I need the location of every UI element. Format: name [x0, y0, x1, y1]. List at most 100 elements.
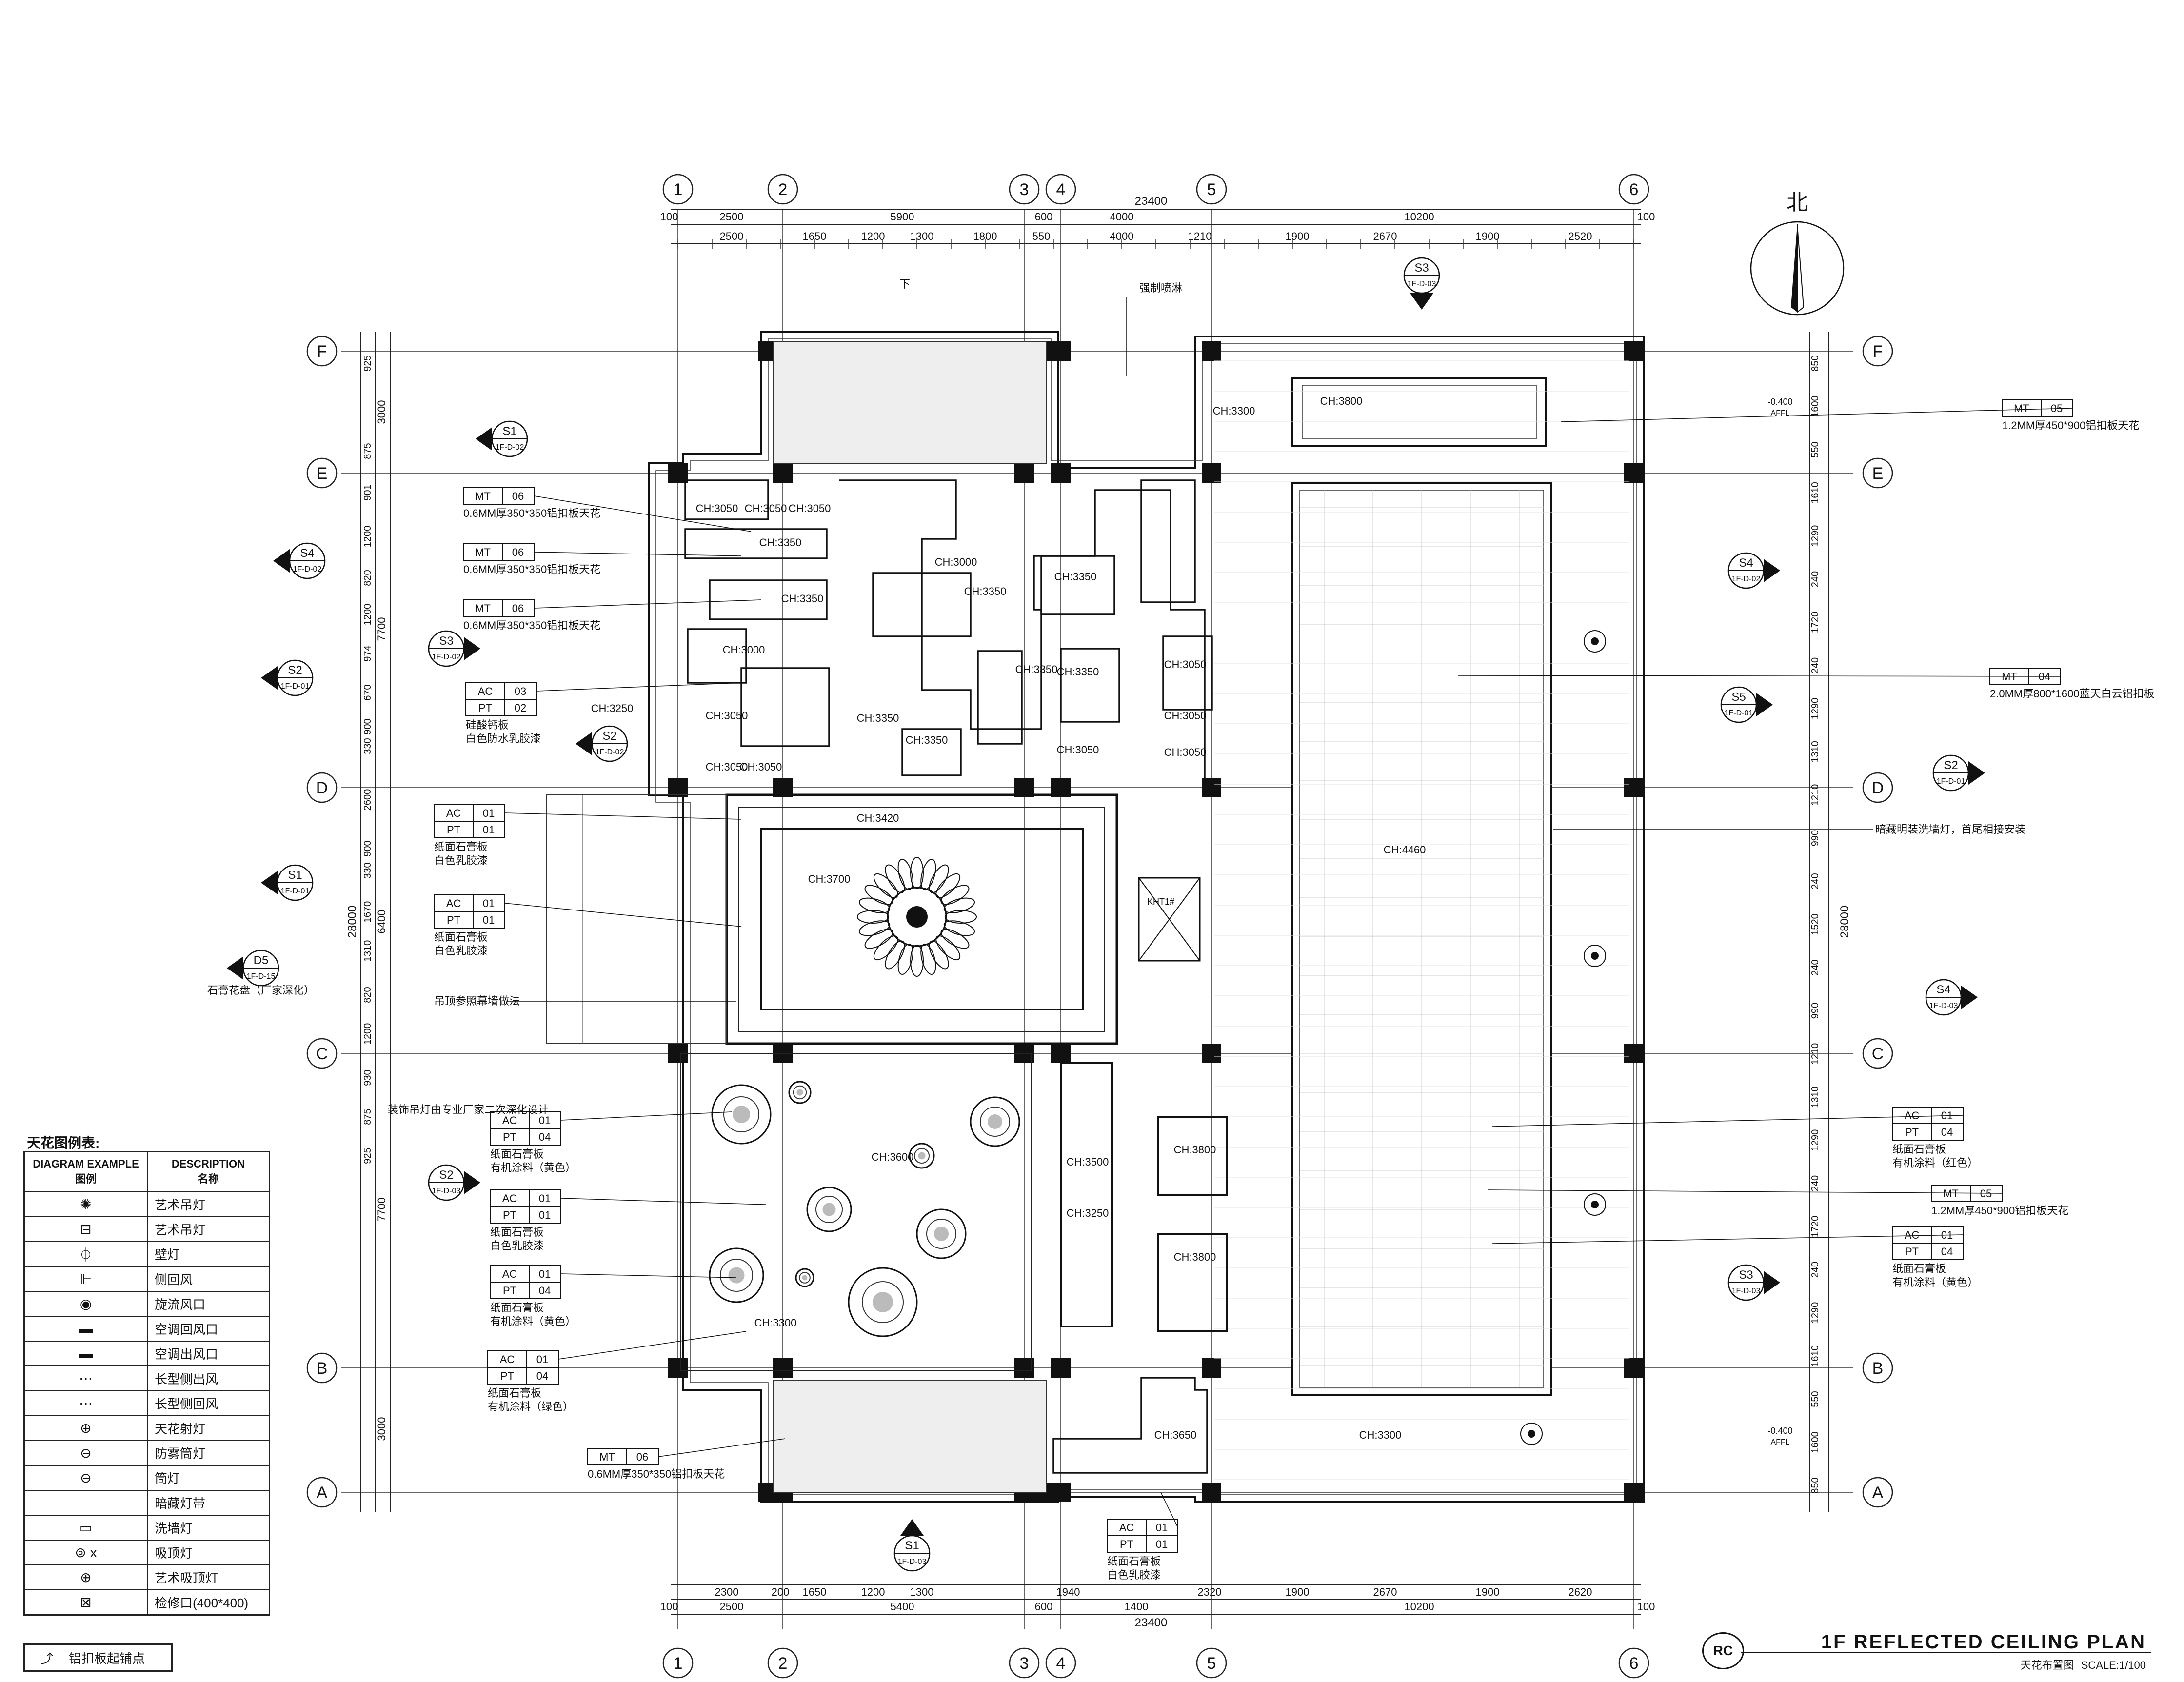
tag-code: PT [503, 1131, 516, 1143]
chandelier [788, 1081, 812, 1104]
medallion-petal [935, 873, 961, 898]
ceiling-height-label: CH:3250 [591, 702, 634, 714]
swirl-vent-icon: ◉ [25, 1292, 148, 1316]
swirl-vent-core [1591, 637, 1599, 645]
legend-label: 吸顶灯 [155, 1546, 193, 1561]
tag-description: 0.6MM厚350*350铝扣板天花 [463, 563, 600, 575]
structural-column [1014, 1358, 1034, 1378]
fogproof-downlight-icon: ⊖ [25, 1441, 148, 1465]
tag-number: 01 [483, 824, 495, 836]
chandelier-core [822, 1203, 836, 1216]
dim-text: 1610 [1810, 1345, 1821, 1367]
ceiling-panel [740, 667, 830, 747]
section-id: S1 [288, 869, 302, 882]
dim-text: 1400 [1125, 1601, 1149, 1613]
ceiling-bulkhead [839, 479, 1206, 788]
structural-column [773, 1358, 793, 1378]
legend-row: ⋯长型侧出风 [25, 1366, 269, 1391]
section-ref: 1F-D-01 [281, 887, 310, 895]
section-ref: 1F-D-01 [1725, 709, 1753, 717]
ceiling-panel [684, 528, 828, 559]
title-badge: RC [1702, 1632, 1744, 1669]
legend-row: ▬空调回风口 [25, 1317, 269, 1342]
tag-description: 有机涂料（红色） [1892, 1157, 1978, 1169]
section-ref: 1F-D-03 [432, 1187, 461, 1195]
affl-value: -0.400 [1767, 397, 1792, 407]
tag-num-box [626, 1448, 659, 1465]
dim-text: 875 [362, 1108, 373, 1125]
grid-label: A [1872, 1484, 1884, 1502]
chandelier [848, 1267, 918, 1337]
tag-number: 04 [1941, 1126, 1953, 1138]
tag-description: 0.6MM厚350*350铝扣板天花 [463, 507, 600, 519]
section-ref: 1F-D-02 [1732, 575, 1761, 583]
note-down: 下 [899, 278, 910, 290]
dim-text: 600 [1035, 211, 1053, 223]
dim-text: 1210 [1810, 784, 1821, 806]
tag-code-box [463, 599, 503, 617]
grid-label: B [1872, 1359, 1884, 1378]
leader-line [1492, 1115, 1964, 1127]
tag-description: 1.2MM厚450*900铝扣板天花 [1931, 1205, 2068, 1217]
dim-text: 1720 [1810, 612, 1821, 633]
tag-code-box [434, 821, 474, 838]
dim-text: 1200 [362, 526, 373, 548]
grid-bubble [306, 457, 338, 489]
dim-text: 7700 [376, 617, 388, 641]
dim-text: 1210 [1188, 230, 1212, 242]
dim-text: 1720 [1810, 1216, 1821, 1238]
tag-code: AC [1905, 1109, 1920, 1122]
dim-text: 1200 [362, 604, 373, 626]
ceiling-height-label: CH:3300 [1359, 1429, 1402, 1441]
legend-label: 侧回风 [155, 1272, 193, 1287]
dim-total: 23400 [1135, 195, 1168, 208]
section-ref: 1F-D-15 [247, 972, 276, 981]
grid-bubble [662, 174, 694, 205]
medallion-petal [940, 929, 970, 949]
legend-label: 空调回风口 [155, 1322, 218, 1337]
swirl-vent-icon [1520, 1423, 1543, 1445]
medallion-petal [897, 858, 913, 890]
legend-label: 空调出风口 [155, 1347, 218, 1362]
tag-description: 纸面石膏板 [488, 1387, 541, 1399]
chandelier [709, 1247, 764, 1303]
subtitle-cn: 天花布置图 [2020, 1659, 2074, 1671]
dim-text: 2320 [1198, 1586, 1222, 1598]
access-panel-icon: ⊠ [25, 1590, 148, 1614]
tag-code: AC [500, 1353, 515, 1365]
art-ceiling-light-icon: ⊕ [25, 1565, 148, 1589]
tag-number: 01 [1156, 1522, 1168, 1534]
chandelier [806, 1187, 852, 1232]
ceiling-panel [1040, 555, 1115, 615]
stair-zone-top [773, 341, 1047, 464]
grid-label: 5 [1207, 1654, 1216, 1673]
leader-line [536, 682, 742, 692]
leader-line [504, 903, 742, 927]
medallion-petal [864, 929, 893, 949]
ceiling-panel [1060, 648, 1120, 723]
grid-label: E [1872, 464, 1884, 483]
tag-description: 白色乳胶漆 [434, 945, 488, 957]
ceiling-height-label: CH:4460 [1384, 844, 1426, 856]
dim-text: 820 [362, 570, 373, 586]
dim-text: 6400 [376, 910, 388, 934]
dim-text: 330 [362, 862, 373, 878]
leader-line [534, 599, 761, 609]
medallion-petal [929, 864, 949, 893]
medallion-petal [885, 864, 905, 893]
section-arrow [1764, 559, 1780, 582]
ceiling-panel [977, 650, 1023, 745]
tag-code-box [1107, 1519, 1147, 1536]
grid-bubble [1196, 174, 1227, 205]
affl-label: AFFL [1770, 409, 1789, 417]
leader-line [504, 812, 742, 820]
legend-label: 筒灯 [155, 1471, 180, 1486]
